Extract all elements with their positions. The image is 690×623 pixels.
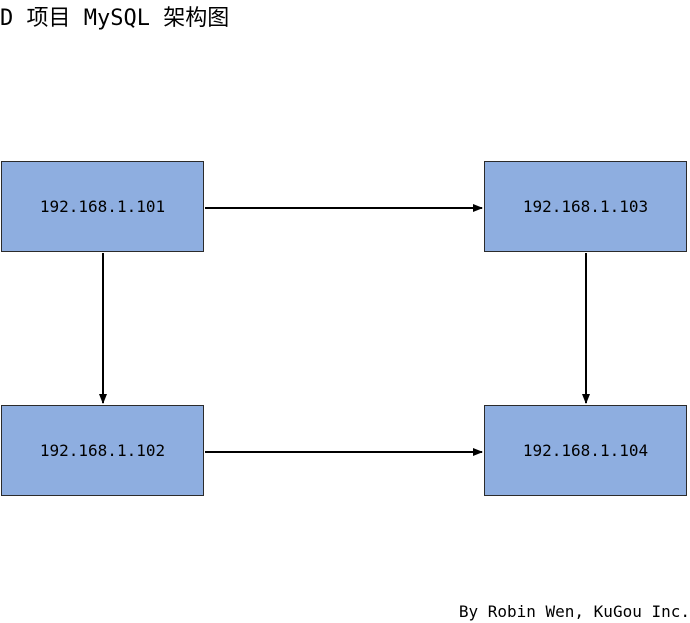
- server-node-label: 192.168.1.102: [39, 441, 166, 460]
- server-node-102: 192.168.1.102: [1, 405, 204, 496]
- diagram-title: D 项目 MySQL 架构图: [0, 6, 230, 31]
- server-node-label: 192.168.1.101: [39, 197, 166, 216]
- server-node-label: 192.168.1.103: [522, 197, 649, 216]
- server-node-104: 192.168.1.104: [484, 405, 687, 496]
- server-node-label: 192.168.1.104: [522, 441, 649, 460]
- author-credit: By Robin Wen, KuGou Inc.: [458, 602, 690, 621]
- server-node-101: 192.168.1.101: [1, 161, 204, 252]
- server-node-103: 192.168.1.103: [484, 161, 687, 252]
